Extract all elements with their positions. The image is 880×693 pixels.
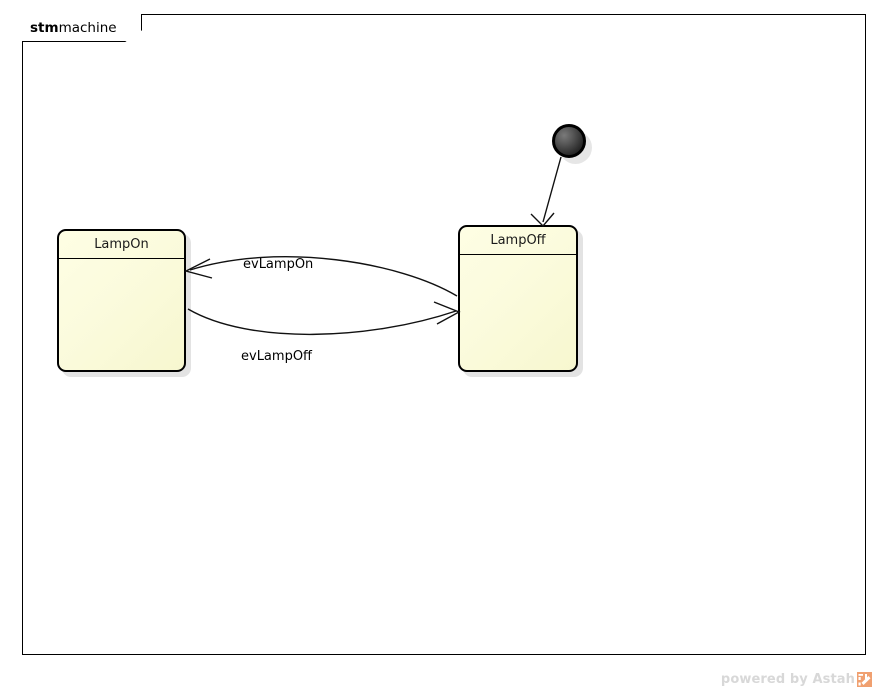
state-title-lampon: LampOn xyxy=(59,231,184,259)
frame-label-tab-fill xyxy=(22,14,140,40)
frame-label-name: machine xyxy=(58,20,117,36)
frame-label: stmmachine xyxy=(30,19,117,37)
transition-label-evlampoff: evLampOff xyxy=(241,349,313,364)
state-title-lampoff: LampOff xyxy=(460,227,576,255)
footer-watermark-text: powered by Astah xyxy=(720,672,855,687)
footer-watermark: powered by Astah xyxy=(721,672,872,687)
state-node-lampoff[interactable]: LampOff xyxy=(458,225,578,372)
transition-label-evlampon: evLampOn xyxy=(243,257,314,272)
state-body-lampon xyxy=(59,259,184,370)
astah-logo-icon xyxy=(857,672,872,687)
state-body-lampoff xyxy=(460,255,576,370)
initial-state-node[interactable] xyxy=(552,124,586,158)
state-node-lampon[interactable]: LampOn xyxy=(57,229,186,372)
frame-label-kind: stm xyxy=(30,20,59,36)
